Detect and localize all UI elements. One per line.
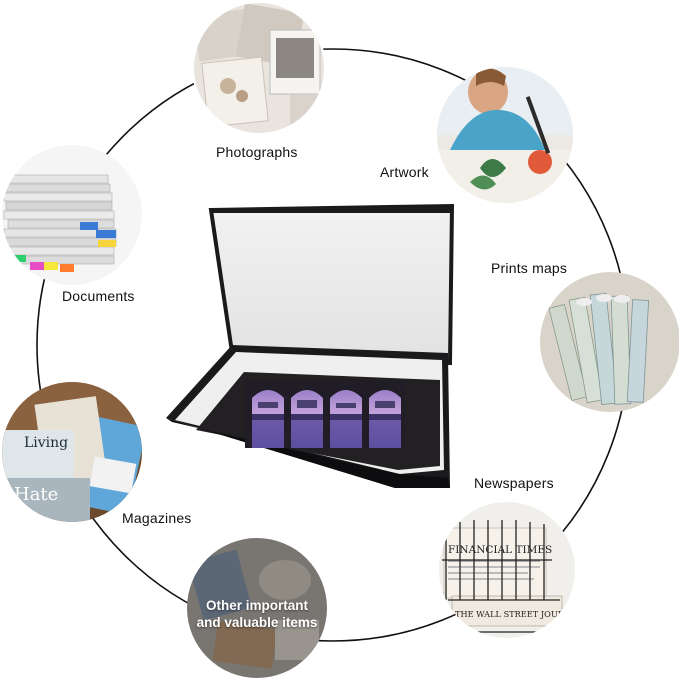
other-items-node: [187, 538, 327, 678]
label-other-items: Other important and valuable items: [187, 597, 327, 631]
prints-maps-node: [540, 272, 679, 412]
matted-photo: [245, 380, 405, 448]
magazine-title-hate: Hate: [14, 484, 58, 505]
archival-box: [166, 203, 455, 488]
magazine-title-living: Living: [24, 435, 68, 451]
photographs-node-outline: [192, 1, 326, 135]
artwork-node: [437, 67, 573, 203]
newspaper-masthead-wsj: THE WALL STREET JOURNAL: [455, 609, 583, 619]
photographs-node: [193, 2, 325, 134]
label-documents: Documents: [62, 288, 135, 304]
label-newspapers: Newspapers: [474, 475, 554, 491]
documents-node: [2, 145, 142, 285]
label-other-line2: and valuable items: [196, 615, 318, 630]
label-prints-maps: Prints maps: [491, 260, 568, 276]
newspapers-node: FINANCIAL TIMES THE WALL STREET JOURNAL: [439, 502, 583, 638]
magazines-node: Living Hate: [2, 382, 142, 522]
label-other-line1: Other important: [205, 598, 308, 613]
label-photographs: Photographs: [216, 144, 298, 160]
newspaper-masthead-ft: FINANCIAL TIMES: [448, 544, 552, 556]
label-artwork: Artwork: [380, 164, 429, 180]
label-magazines: Magazines: [122, 510, 192, 526]
